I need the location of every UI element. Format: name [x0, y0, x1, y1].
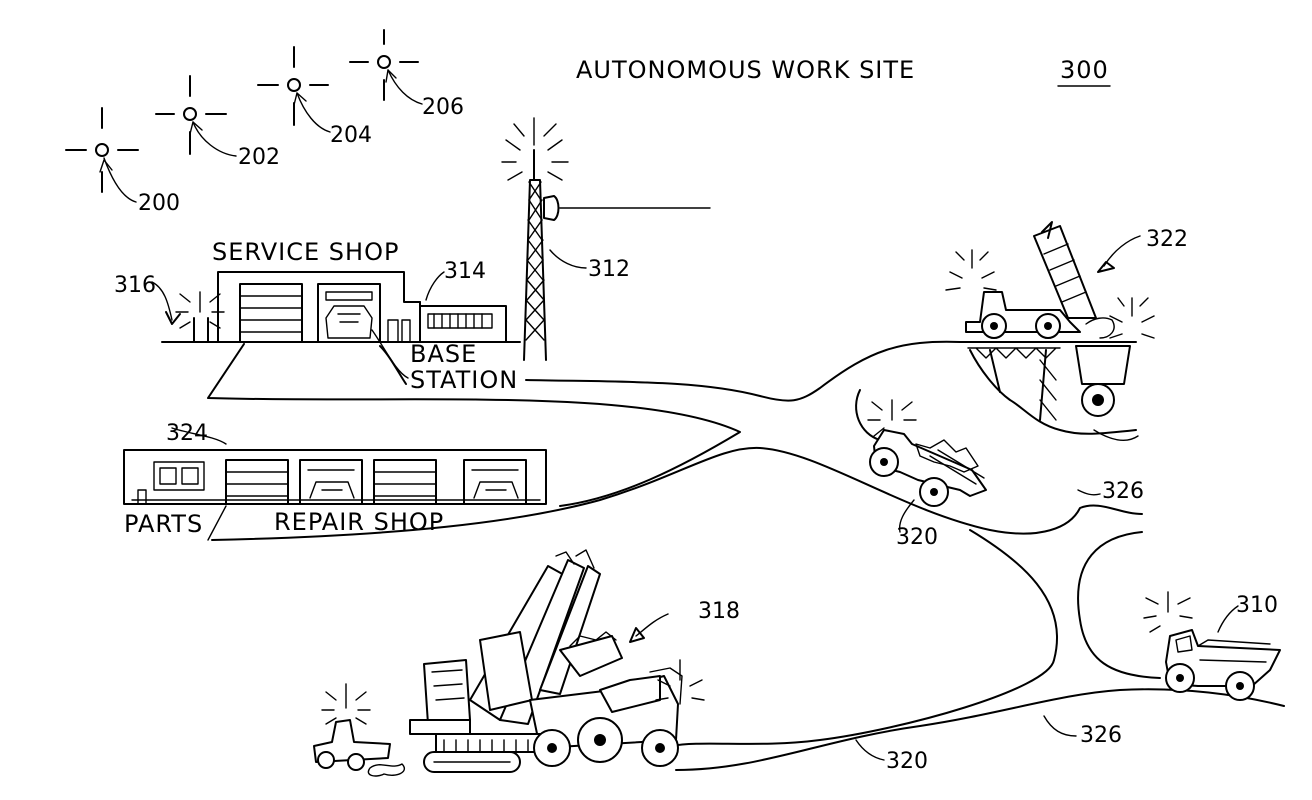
- road-network: 326 326 320: [208, 342, 1284, 774]
- radio-tower: 312: [502, 118, 710, 360]
- road-ref-320-bottom: 320: [886, 749, 928, 774]
- beacon-light-icon: [946, 250, 996, 290]
- haul-truck-ref: 320: [896, 525, 938, 550]
- gps-satellite-icon: [156, 76, 226, 154]
- dump-site-ref: 322: [1146, 227, 1188, 252]
- service-shop-label: SERVICE SHOP: [212, 238, 399, 266]
- satellite-ref: 200: [138, 191, 180, 216]
- loading-machine: 318: [410, 550, 740, 772]
- beacon-316: 316: [114, 273, 224, 342]
- loading-machine-ref: 318: [698, 599, 740, 624]
- satellite-ref: 206: [422, 95, 464, 120]
- gps-satellite-icon: [66, 108, 138, 192]
- beacon-ref: 316: [114, 273, 156, 298]
- base-station-ref: 314: [444, 259, 486, 284]
- parts-label: PARTS: [124, 510, 203, 538]
- dump-site: 322: [946, 222, 1188, 440]
- satellite-202: 202: [156, 76, 280, 170]
- satellite-206: 206: [350, 30, 464, 120]
- beacon-light-icon: [1144, 592, 1192, 632]
- haul-truck-320: 320: [868, 400, 986, 550]
- satellite-ref: 204: [330, 123, 372, 148]
- satellite-200: 200: [66, 108, 180, 216]
- service-shop: SERVICE SHOP 314 BASE STATION: [162, 238, 520, 394]
- repair-shop-label: REPAIR SHOP: [274, 508, 444, 536]
- beacon-light-icon: [176, 292, 224, 328]
- satellite-ref: 202: [238, 145, 280, 170]
- gps-satellite-icon: [350, 30, 418, 100]
- tower-ref: 312: [588, 257, 630, 282]
- beacon-light-icon: [1110, 298, 1154, 338]
- repair-shop-ref: 324: [166, 421, 208, 446]
- figure-number: 300: [1060, 56, 1109, 84]
- support-vehicle: [314, 684, 404, 776]
- haul-truck-310: 310: [1144, 592, 1280, 700]
- base-station-label-line1: BASE: [410, 340, 477, 368]
- diagram-title: AUTONOMOUS WORK SITE: [576, 56, 915, 84]
- road-ref-326-lower: 326: [1080, 723, 1122, 748]
- haul-truck-right-ref: 310: [1236, 593, 1278, 618]
- base-station-label-line2: STATION: [410, 366, 518, 394]
- gps-satellite-icon: [258, 47, 328, 125]
- road-ref-326-upper: 326: [1102, 479, 1144, 504]
- beacon-light-icon: [322, 684, 370, 724]
